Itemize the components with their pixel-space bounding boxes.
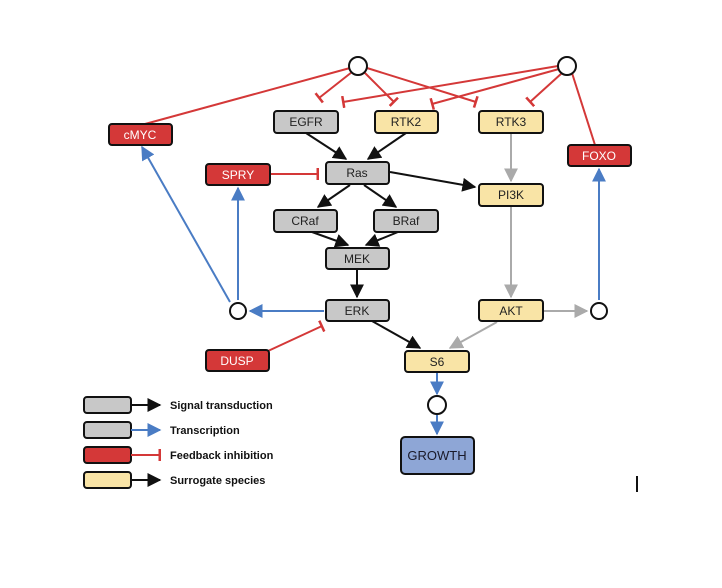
- edge-ras-to-braf: [363, 184, 398, 208]
- node-braf-label: BRaf: [393, 214, 420, 228]
- edge-junction2-inhibits-rtk3: [525, 72, 563, 108]
- node-rtk3: RTK3: [478, 110, 544, 134]
- surrogate-edges: [448, 133, 589, 349]
- edge-junction1-inhibits-egfr: [314, 71, 353, 104]
- node-dusp-label: DUSP: [220, 354, 253, 368]
- node-akt-label: AKT: [499, 304, 523, 318]
- edge-ras-to-craf: [316, 184, 351, 208]
- node-spry-label: SPRY: [222, 168, 254, 182]
- junction-akt-transcription: [590, 302, 608, 320]
- node-mek-label: MEK: [344, 252, 370, 266]
- node-craf-label: CRaf: [291, 214, 319, 228]
- edge-junction2-to-foxo: [571, 72, 596, 146]
- junctions: [229, 56, 608, 415]
- edge-dusp-inhibits-erk: [267, 320, 326, 352]
- legend-feedback-inhibition: Feedback inhibition: [83, 446, 274, 464]
- edge-akt-to-s6: [448, 321, 498, 349]
- node-dusp: DUSP: [205, 349, 270, 372]
- legend-signal-transduction-label: Signal transduction: [170, 400, 273, 412]
- feedback-edges: [144, 65, 596, 352]
- legend: Signal transduction Transcription Feedba…: [83, 396, 274, 489]
- node-ras: Ras: [325, 161, 390, 185]
- node-akt: AKT: [478, 299, 544, 322]
- node-egfr-label: EGFR: [289, 115, 323, 129]
- node-growth-label: GROWTH: [407, 448, 466, 463]
- junction-erk-transcription: [229, 302, 247, 320]
- legend-surrogate-species-label: Surrogate species: [170, 475, 265, 487]
- edge-ras-to-pi3k: [389, 171, 477, 192]
- edge-junction-to-cmyc: [141, 145, 231, 303]
- legend-feedback-inhibition-label: Feedback inhibition: [170, 450, 274, 462]
- node-rtk2: RTK2: [374, 110, 439, 134]
- node-erk-label: ERK: [345, 304, 370, 318]
- junction-top-left: [348, 56, 368, 76]
- node-cmyc-label: cMYC: [124, 128, 157, 142]
- node-foxo-label: FOXO: [582, 149, 616, 163]
- nodes: EGFR RTK2 RTK3 cMYC FOXO SPRY Ra: [108, 110, 632, 475]
- transcription-edges: [141, 145, 606, 436]
- edge-craf-to-mek: [311, 231, 350, 248]
- node-egfr: EGFR: [273, 110, 339, 134]
- node-erk: ERK: [325, 299, 390, 322]
- edge-erk-to-s6: [371, 320, 422, 349]
- node-s6: S6: [404, 350, 470, 373]
- node-cmyc: cMYC: [108, 123, 173, 146]
- node-foxo: FOXO: [567, 144, 632, 167]
- legend-transcription: Transcription: [83, 421, 240, 439]
- edge-egfr-to-ras: [305, 132, 348, 160]
- node-braf: BRaf: [373, 209, 439, 233]
- signal-edges: [305, 132, 477, 349]
- edge-rtk2-to-ras: [366, 132, 407, 160]
- node-craf: CRaf: [273, 209, 338, 233]
- node-ras-label: Ras: [346, 166, 367, 180]
- node-rtk2-label: RTK2: [391, 115, 422, 129]
- junction-s6-transcription: [427, 395, 447, 415]
- legend-transcription-label: Transcription: [170, 425, 240, 437]
- edge-junction1-to-cmyc: [144, 67, 351, 125]
- node-spry: SPRY: [205, 163, 271, 186]
- node-mek: MEK: [325, 247, 390, 270]
- node-pi3k-label: PI3K: [498, 188, 524, 202]
- node-pi3k: PI3K: [478, 183, 544, 207]
- legend-signal-transduction: Signal transduction: [83, 396, 273, 414]
- edge-junction1-inhibits-rtk2: [363, 71, 399, 107]
- node-growth: GROWTH: [400, 436, 475, 475]
- node-s6-label: S6: [430, 355, 445, 369]
- legend-surrogate-species: Surrogate species: [83, 471, 265, 489]
- junction-top-right: [557, 56, 577, 76]
- edge-junction2-inhibits-rtk2: [429, 68, 560, 111]
- edge-braf-to-mek: [364, 231, 399, 247]
- node-rtk3-label: RTK3: [496, 115, 527, 129]
- edge-junction2-inhibits-egfr: [341, 65, 559, 109]
